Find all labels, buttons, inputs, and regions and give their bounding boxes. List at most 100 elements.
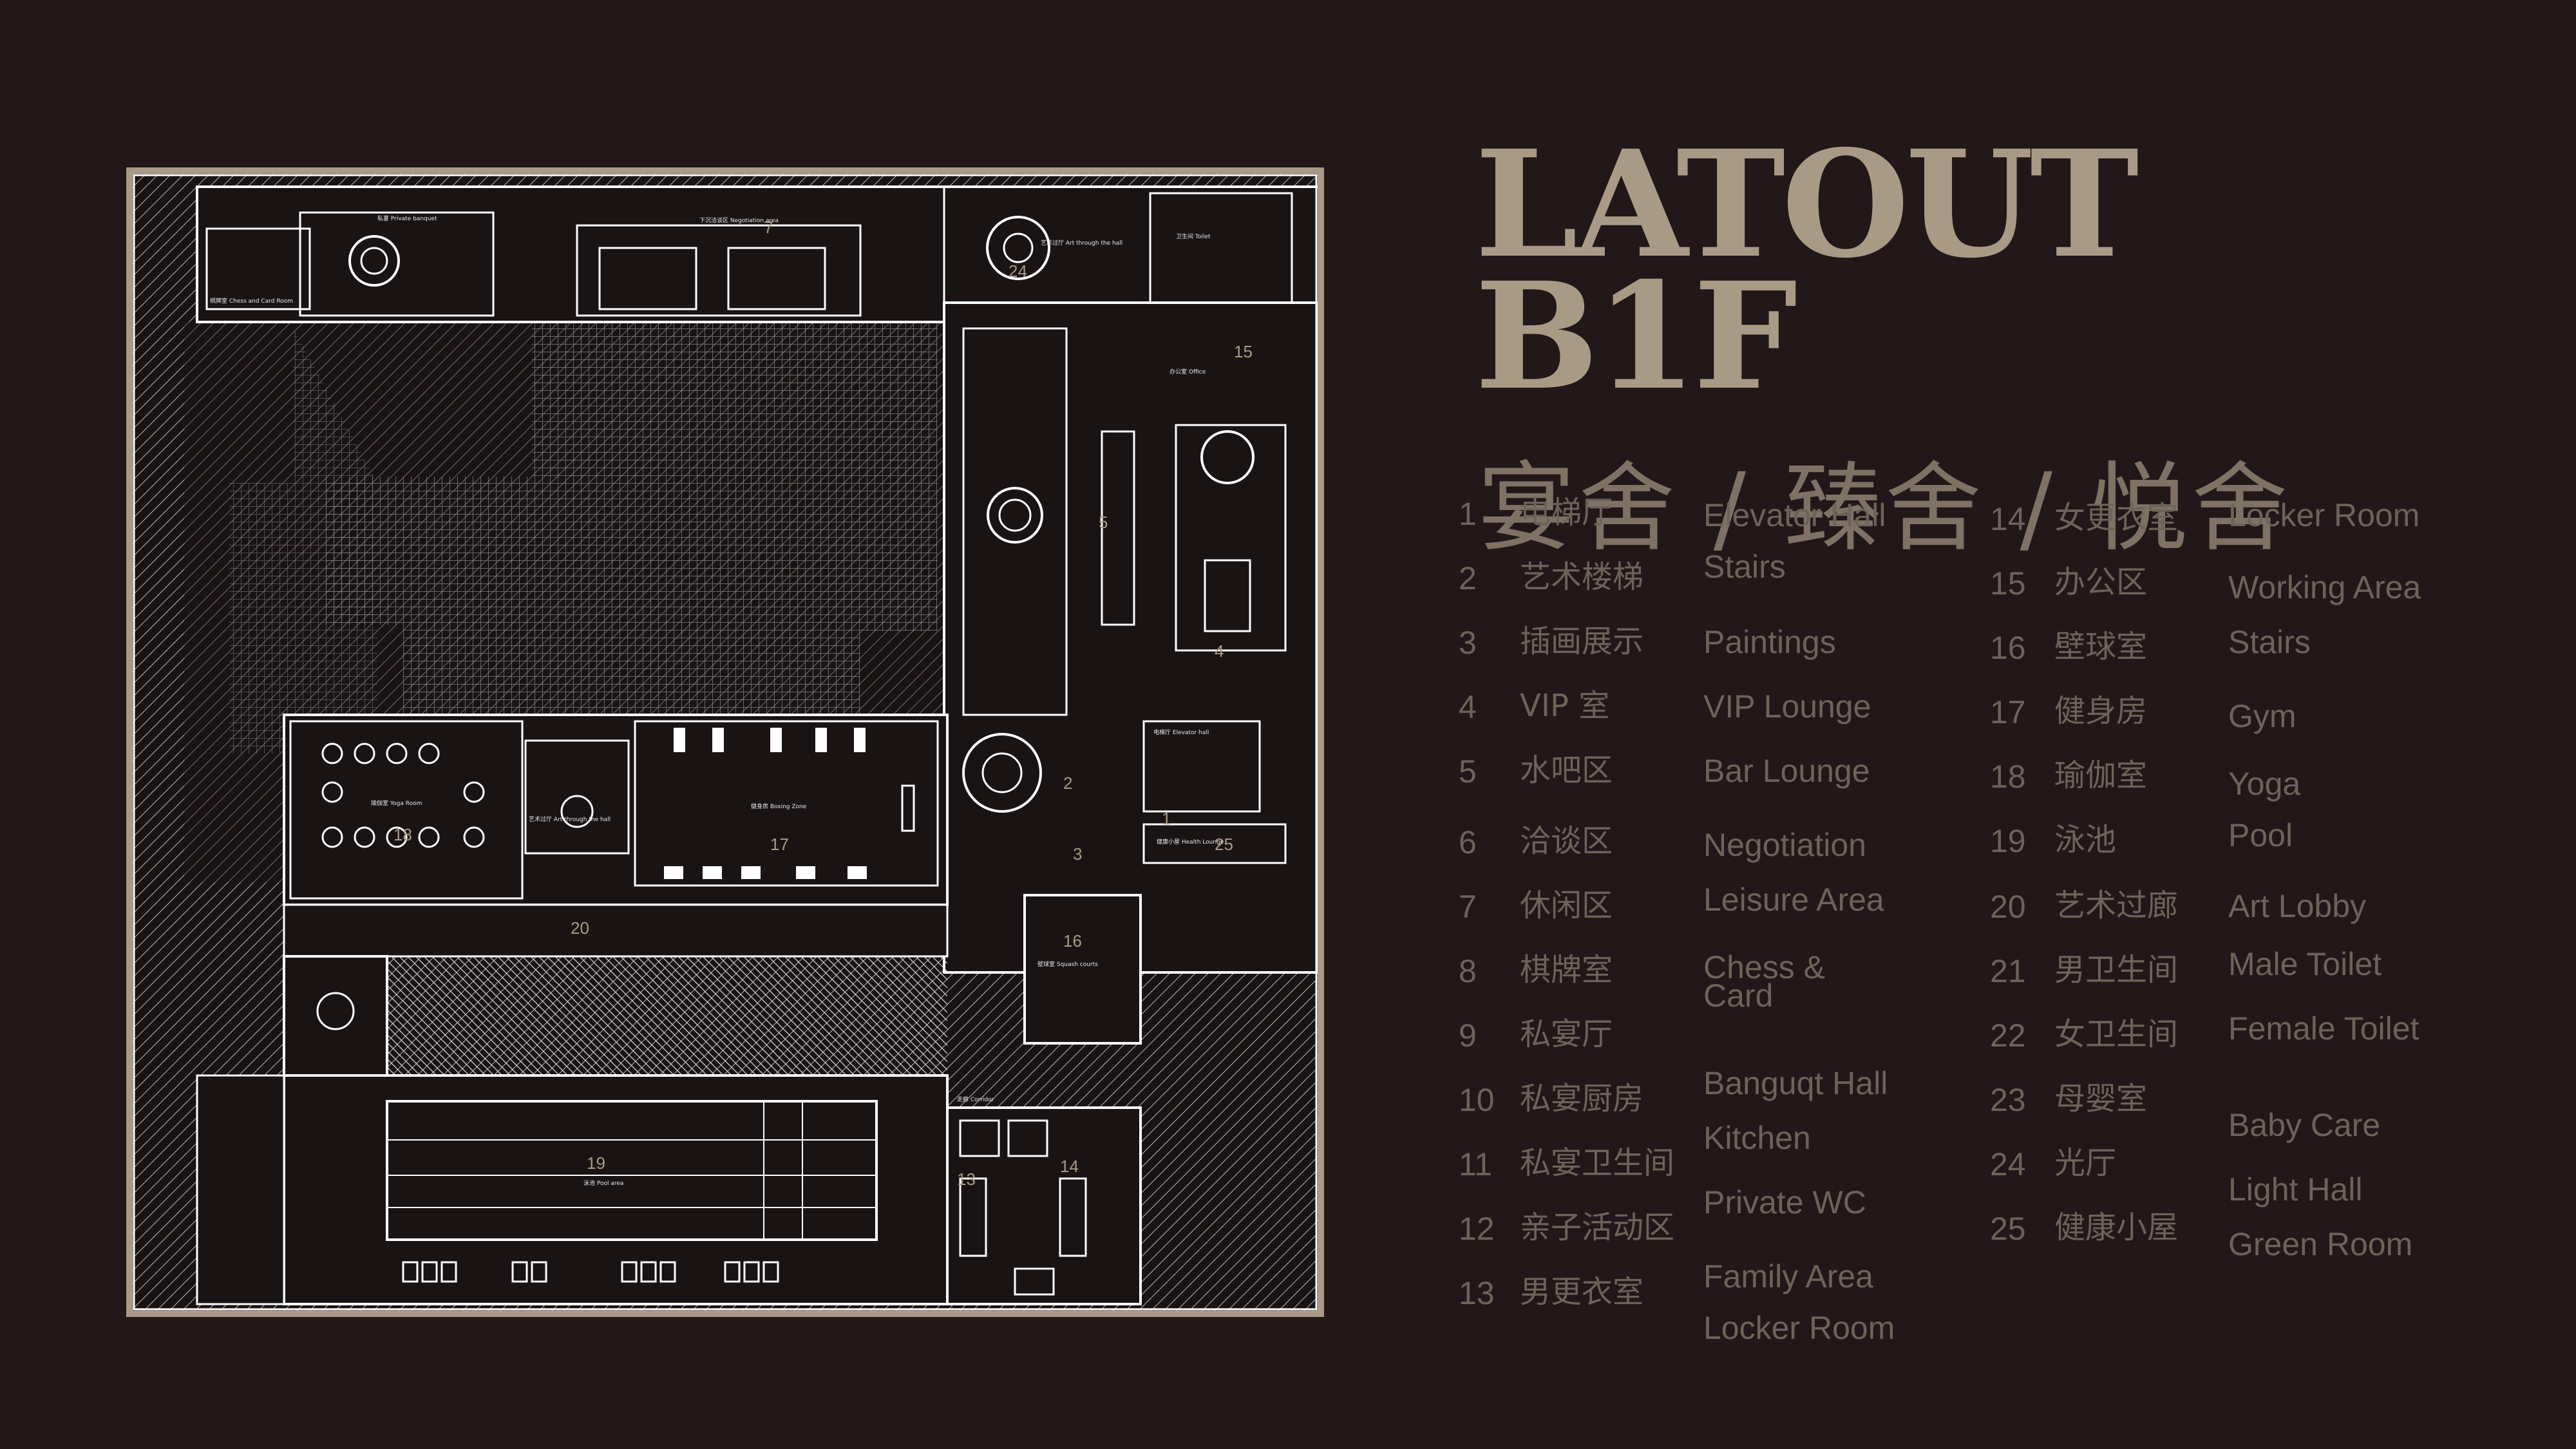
legend-chinese-label: 男卫生间 bbox=[2054, 952, 2179, 988]
legend-english-label: Baby Care bbox=[2228, 1107, 2381, 1143]
legend-number: 10 bbox=[1459, 1082, 1495, 1118]
legend-chinese-label: 母婴室 bbox=[2054, 1081, 2148, 1117]
legend-chinese-label: 健康小屋 bbox=[2054, 1209, 2179, 1245]
legend-chinese-label: 艺术楼梯 bbox=[1520, 559, 1644, 595]
room-number-5: 5 bbox=[1099, 513, 1108, 532]
room-number-1: 1 bbox=[1162, 809, 1171, 828]
legend-number: 3 bbox=[1459, 625, 1477, 661]
floor-plan: 1 2 3 4 5 7 13 14 15 16 17 18 19 20 24 2… bbox=[126, 167, 1324, 1317]
legend-number: 14 bbox=[1990, 501, 2026, 537]
legend-number: 4 bbox=[1459, 689, 1477, 725]
legend-chinese-label: 艺术过廊 bbox=[2054, 887, 2179, 923]
room-number-17: 17 bbox=[770, 835, 789, 854]
legend-number: 5 bbox=[1459, 753, 1477, 790]
legend-chinese-label: 插画展示 bbox=[1520, 623, 1644, 659]
legend-english-label: Family Area bbox=[1703, 1258, 1873, 1294]
legend-number: 16 bbox=[1990, 630, 2026, 666]
legend-english-label: Locker Room bbox=[2228, 497, 2420, 533]
label-corridor: 走廊 Corridor bbox=[957, 1095, 994, 1103]
legend-chinese-label: 私宴卫生间 bbox=[1520, 1145, 1675, 1181]
legend-english-label: Chess & Card bbox=[1703, 949, 1825, 1014]
legend-number: 13 bbox=[1459, 1275, 1495, 1311]
legend-chinese-label: 亲子活动区 bbox=[1520, 1209, 1675, 1245]
legend-number: 25 bbox=[1990, 1211, 2026, 1247]
legend-chinese-label: 私宴厅 bbox=[1520, 1016, 1613, 1052]
legend-chinese-label: 休闲区 bbox=[1520, 887, 1613, 923]
label-squash: 壁球室 Squash courts bbox=[1037, 960, 1098, 968]
legend-chinese-label: 洽谈区 bbox=[1520, 823, 1613, 859]
legend-english-label: Pool bbox=[2228, 817, 2293, 853]
legend-english-label: Bar Lounge bbox=[1703, 753, 1870, 789]
room-number-19: 19 bbox=[587, 1153, 605, 1173]
legend-chinese-label: VIP 室 bbox=[1520, 688, 1610, 724]
legend-chinese-label: 瑜伽室 bbox=[2054, 757, 2148, 793]
legend-number: 9 bbox=[1459, 1018, 1477, 1054]
legend-english-label: Private WC bbox=[1703, 1184, 1866, 1220]
legend-english-label: Negotiation bbox=[1703, 827, 1866, 863]
legend-chinese-label: 壁球室 bbox=[2054, 629, 2148, 665]
room-number-18: 18 bbox=[393, 825, 412, 844]
legend-number: 8 bbox=[1459, 953, 1477, 989]
label-office: 办公室 Office bbox=[1170, 368, 1206, 375]
label-private-banquet: 私宴 Private banquet bbox=[377, 214, 437, 222]
legend-chinese-label: 泳池 bbox=[2054, 822, 2117, 858]
legend-english-label: Green Room bbox=[2228, 1226, 2413, 1262]
legend-number: 22 bbox=[1990, 1018, 2026, 1054]
label-toilet: 卫生间 Toilet bbox=[1176, 232, 1211, 240]
label-health: 健康小屋 Health Lounge bbox=[1157, 838, 1224, 846]
legend-chinese-label: 女卫生间 bbox=[2054, 1016, 2179, 1052]
room-number-25: 25 bbox=[1215, 835, 1233, 854]
label-yoga: 瑜伽室 Yoga Room bbox=[371, 799, 422, 807]
legend-english-label: Female Toilet bbox=[2228, 1010, 2420, 1046]
legend-chinese-label: 水吧区 bbox=[1520, 752, 1613, 788]
legend-number: 11 bbox=[1459, 1146, 1492, 1182]
legend-chinese-label: 私宴厨房 bbox=[1520, 1081, 1644, 1117]
legend-chinese-label: 女更衣室 bbox=[2054, 500, 2179, 536]
legend-number: 6 bbox=[1459, 824, 1477, 860]
legend-english-label: Leisure Area bbox=[1703, 882, 1884, 918]
label-chess-card: 棋牌室 Chess and Card Room bbox=[210, 297, 293, 305]
label-pool: 泳池 Pool area bbox=[583, 1179, 623, 1187]
legend-number: 2 bbox=[1459, 560, 1477, 596]
label-elevator: 电梯厅 Elevator hall bbox=[1153, 728, 1209, 736]
room-number-3: 3 bbox=[1073, 844, 1082, 864]
legend-chinese-label: 电梯厅 bbox=[1520, 495, 1613, 531]
room-number-7: 7 bbox=[764, 218, 773, 237]
label-boxing: 健身房 Boxing Zone bbox=[751, 802, 807, 810]
label-art-hall-top: 艺术过厅 Art through the hall bbox=[1041, 239, 1122, 247]
legend-number: 7 bbox=[1459, 889, 1477, 925]
room-number-2: 2 bbox=[1063, 773, 1072, 793]
legend-english-label: Paintings bbox=[1703, 624, 1836, 660]
legend-number: 15 bbox=[1990, 565, 2026, 601]
legend-english-label: Male Toilet bbox=[2228, 946, 2382, 982]
legend-number: 20 bbox=[1990, 889, 2026, 925]
legend-number: 12 bbox=[1459, 1211, 1495, 1247]
room-number-20: 20 bbox=[571, 918, 589, 938]
legend-english-label: Gym bbox=[2228, 698, 2297, 734]
legend-number: 17 bbox=[1990, 694, 2026, 730]
legend-number: 21 bbox=[1990, 953, 2026, 989]
legend-number: 1 bbox=[1459, 496, 1477, 532]
legend-number: 19 bbox=[1990, 823, 2026, 859]
legend-english-label: Working Area bbox=[2228, 569, 2421, 605]
legend-chinese-label: 男更衣室 bbox=[1520, 1274, 1644, 1310]
legend-english-label: Stairs bbox=[2228, 624, 2311, 660]
legend-english-label: Locker Room bbox=[1703, 1310, 1895, 1346]
legend-english-label: Light Hall bbox=[2228, 1171, 2363, 1208]
floor-plan-drawing: 1 2 3 4 5 7 13 14 15 16 17 18 19 20 24 2… bbox=[133, 174, 1318, 1311]
legend-english-label: Yoga bbox=[2228, 766, 2301, 802]
legend-english-label: VIP Lounge bbox=[1703, 688, 1871, 724]
legend-english-label: Kitchen bbox=[1703, 1120, 1811, 1156]
legend-number: 18 bbox=[1990, 759, 2026, 795]
legend-number: 23 bbox=[1990, 1082, 2026, 1118]
legend-chinese-label: 光厅 bbox=[2054, 1145, 2117, 1181]
room-number-13: 13 bbox=[957, 1170, 976, 1189]
title-line-2: B1F bbox=[1475, 250, 1797, 422]
legend-english-label: Banguqt Hall bbox=[1703, 1065, 1888, 1101]
legend-number: 24 bbox=[1990, 1146, 2026, 1182]
room-number-15: 15 bbox=[1234, 342, 1253, 361]
legend-english-label: Art Lobby bbox=[2228, 888, 2367, 924]
page-title: LATOUT B1F bbox=[1475, 131, 2139, 422]
label-art-hall: 艺术过厅 Art through the hall bbox=[529, 815, 611, 823]
room-number-24: 24 bbox=[1009, 261, 1027, 281]
